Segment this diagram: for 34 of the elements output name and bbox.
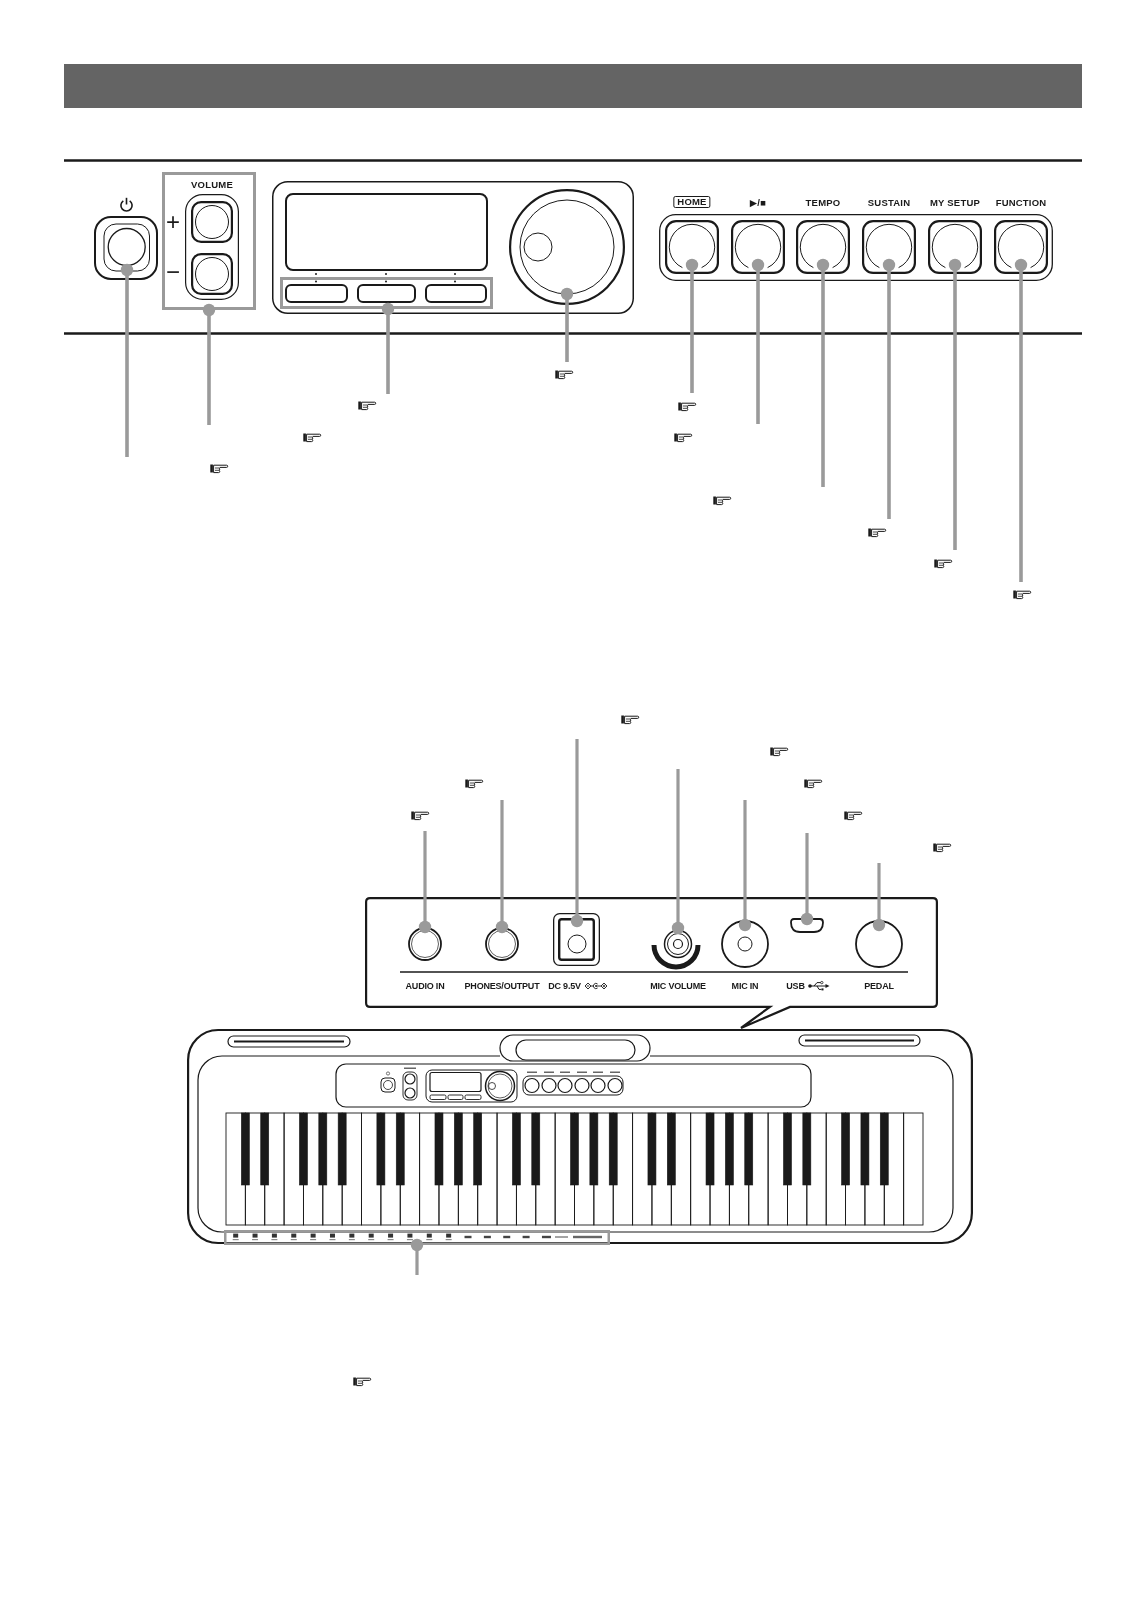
leader-line [816, 258, 830, 487]
leader-line [1014, 258, 1028, 582]
jack-label: USB [786, 980, 805, 992]
leader-line [202, 303, 216, 425]
leader-line [410, 1238, 424, 1275]
leader-line [560, 287, 574, 362]
jack-label: PHONES/OUTPUT [464, 980, 540, 992]
leader-line [872, 863, 886, 932]
leader-line [948, 258, 962, 550]
leader-line [671, 769, 685, 935]
plus-sign: + [166, 210, 180, 234]
control-label: HOME [673, 196, 711, 208]
leader-line [751, 258, 765, 424]
leader-line [738, 800, 752, 932]
group-label: VOLUME [191, 179, 233, 191]
control-label: MY SETUP [930, 197, 980, 209]
jack-label: DC 9.5V [548, 980, 581, 992]
jack-label: MIC VOLUME [650, 980, 706, 992]
leader-line [800, 833, 814, 926]
jack-label: PEDAL [864, 980, 894, 992]
leader-line [882, 258, 896, 519]
leader-line [120, 263, 134, 457]
leader-line [495, 800, 509, 934]
leader-line [570, 739, 584, 928]
leader-line [685, 258, 699, 393]
jack-label: AUDIO IN [405, 980, 445, 992]
control-label: TEMPO [805, 197, 841, 209]
jack-label: MIC IN [731, 980, 759, 992]
minus-sign: − [166, 260, 180, 284]
control-label: FUNCTION [995, 197, 1047, 209]
leader-line [418, 831, 432, 934]
control-label: ▶/■ [749, 197, 767, 209]
control-label: SUSTAIN [867, 197, 911, 209]
leader-line [381, 302, 395, 394]
